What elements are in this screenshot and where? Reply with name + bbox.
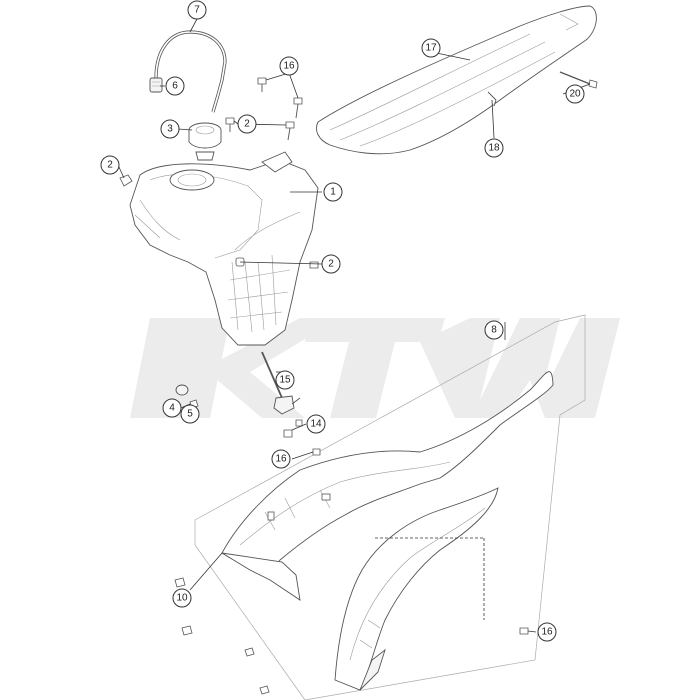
svg-text:7: 7 — [194, 5, 200, 16]
callout-15: 15 — [275, 370, 295, 390]
callout-16: 16 — [537, 622, 557, 642]
svg-text:18: 18 — [488, 143, 500, 154]
callout-10: 10 — [172, 588, 192, 608]
callout-20: 20 — [565, 84, 585, 104]
svg-text:2: 2 — [244, 119, 250, 130]
svg-text:10: 10 — [176, 593, 188, 604]
callout-16: 16 — [271, 449, 291, 469]
callout-1: 1 — [323, 182, 343, 202]
svg-text:16: 16 — [275, 454, 287, 465]
svg-text:6: 6 — [172, 81, 178, 92]
svg-text:14: 14 — [310, 419, 322, 430]
filler-cap — [188, 122, 222, 161]
callout-17: 17 — [421, 38, 441, 58]
svg-text:2: 2 — [328, 259, 334, 270]
svg-text:16: 16 — [541, 627, 553, 638]
svg-text:20: 20 — [569, 89, 581, 100]
svg-text:17: 17 — [425, 43, 437, 54]
callout-16: 16 — [279, 56, 299, 76]
brand-watermark — [130, 318, 620, 418]
svg-text:16: 16 — [283, 61, 295, 72]
callout-3: 3 — [160, 119, 180, 139]
hardware — [119, 71, 598, 695]
panel-set-frame — [194, 314, 586, 700]
callout-8: 8 — [484, 320, 504, 340]
svg-text:8: 8 — [491, 325, 497, 336]
radiator-shroud-right — [334, 487, 499, 691]
callout-7: 7 — [187, 0, 207, 20]
svg-text:2: 2 — [107, 160, 113, 171]
callout-14: 14 — [306, 414, 326, 434]
breather-hose — [149, 30, 227, 113]
callout-2: 2 — [237, 114, 257, 134]
svg-text:15: 15 — [279, 375, 291, 386]
seat — [316, 5, 597, 155]
svg-text:5: 5 — [187, 409, 193, 420]
callout-18: 18 — [484, 138, 504, 158]
fuel-tank — [129, 151, 319, 346]
svg-text:4: 4 — [169, 403, 175, 414]
radiator-shroud-left — [221, 371, 554, 601]
svg-text:1: 1 — [330, 187, 336, 198]
callout-4: 4 — [162, 398, 182, 418]
callout-2: 2 — [100, 155, 120, 175]
callout-5: 5 — [180, 404, 200, 424]
svg-text:3: 3 — [167, 124, 173, 135]
callout-6: 6 — [165, 76, 185, 96]
callout-2: 2 — [321, 254, 341, 274]
